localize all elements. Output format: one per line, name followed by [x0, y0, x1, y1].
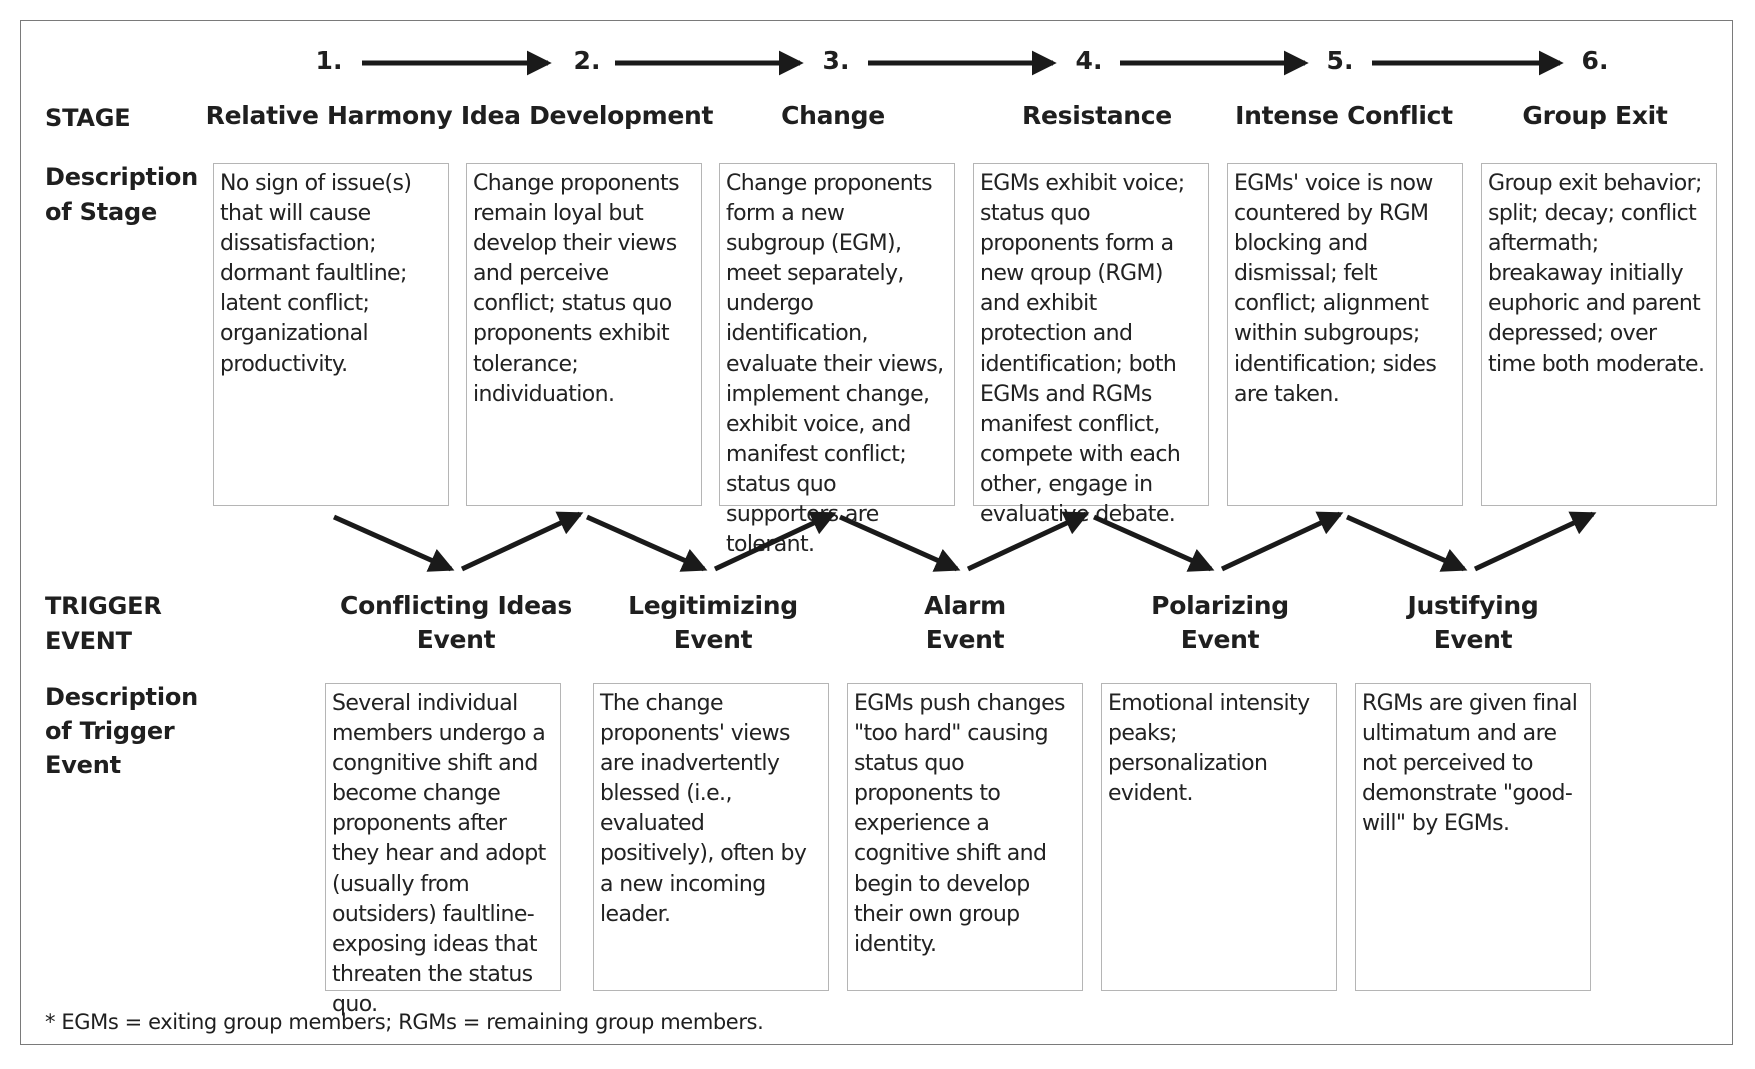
stage-description-5: EGMs' voice is now countered by RGM bloc…: [1227, 163, 1463, 506]
stage-title-5: Intense Conflict: [1235, 101, 1453, 130]
stage-title-4: Resistance: [1022, 101, 1172, 130]
trigger-description-1: Several individual members undergo a con…: [325, 683, 561, 1017]
stage-number-5: 5.: [1326, 46, 1354, 75]
trigger-title-2-line2: Event: [673, 625, 753, 654]
trigger-title-1-line1: Conflicting Ideas: [340, 591, 572, 620]
trigger-title-3: Alarm Event: [924, 589, 1006, 657]
arrow-stage-5-to-trigger-5: [1345, 514, 1468, 572]
trigger-title-2-line1: Legitimizing: [628, 591, 798, 620]
stage-title-2: Idea Development: [460, 101, 714, 130]
stage-title-6: Group Exit: [1522, 101, 1668, 130]
arrow-trigger-3-to-stage-4: [966, 511, 1090, 572]
arrow-stage-3-to-trigger-3: [838, 514, 961, 572]
stage-title-1: Relative Harmony: [205, 101, 453, 130]
stage-description-2: Change proponents remain loyal but devel…: [466, 163, 702, 506]
arrow-stage-2-to-trigger-2: [585, 514, 708, 572]
stage-description-4: EGMs exhibit voice; status quo proponent…: [973, 163, 1209, 527]
footnote: * EGMs = exiting group members; RGMs = r…: [45, 1010, 764, 1034]
row-label-description-of-stage: Description of Stage: [45, 163, 199, 226]
trigger-description-2: The change proponents' views are inadver…: [593, 683, 829, 991]
trigger-description-3: EGMs push changes "too hard" causing sta…: [847, 683, 1083, 991]
stage-number-1: 1.: [315, 46, 343, 75]
trigger-title-4-line1: Polarizing: [1151, 591, 1289, 620]
trigger-title-2: Legitimizing Event: [628, 589, 798, 657]
arrow-trigger-1-to-stage-2: [460, 511, 584, 572]
arrow-stage-4-to-trigger-4: [1092, 514, 1215, 572]
arrow-trigger-5-to-stage-6: [1473, 511, 1597, 572]
trigger-title-5-line2: Event: [1433, 625, 1513, 654]
trigger-title-3-line2: Event: [925, 625, 1005, 654]
stage-description-3: Change proponents form a new subgroup (E…: [719, 163, 955, 557]
row-label-trigger-event: TRIGGER EVENT: [45, 592, 162, 655]
trigger-title-5-line1: Justifying: [1407, 591, 1539, 620]
row-label-description-of-trigger: Description of Trigger Event: [45, 683, 199, 779]
arrow-trigger-4-to-stage-5: [1220, 511, 1344, 572]
trigger-title-3-line1: Alarm: [924, 591, 1006, 620]
stage-number-3: 3.: [822, 46, 850, 75]
row-label-stage: STAGE: [45, 104, 131, 132]
trigger-title-5: Justifying Event: [1408, 589, 1539, 657]
stage-number-4: 4.: [1075, 46, 1103, 75]
stage-number-2: 2.: [573, 46, 601, 75]
arrow-trigger-2-to-stage-3: [713, 511, 837, 572]
stage-title-3: Change: [781, 101, 885, 130]
trigger-title-1: Conflicting Ideas Event: [340, 589, 572, 657]
arrow-stage-1-to-trigger-1: [332, 514, 455, 572]
trigger-description-4: Emotional intensity peaks; personalizati…: [1101, 683, 1337, 991]
trigger-title-4-line2: Event: [1180, 625, 1260, 654]
diagram-frame: [20, 20, 1733, 1045]
trigger-title-4: Polarizing Event: [1151, 589, 1289, 657]
trigger-description-5: RGMs are given final ultimatum and are n…: [1355, 683, 1591, 991]
trigger-title-1-line2: Event: [416, 625, 496, 654]
stage-number-6: 6.: [1581, 46, 1609, 75]
stage-description-1: No sign of issue(s) that will cause diss…: [213, 163, 449, 506]
stage-description-6: Group exit behavior; split; decay; confl…: [1481, 163, 1717, 506]
